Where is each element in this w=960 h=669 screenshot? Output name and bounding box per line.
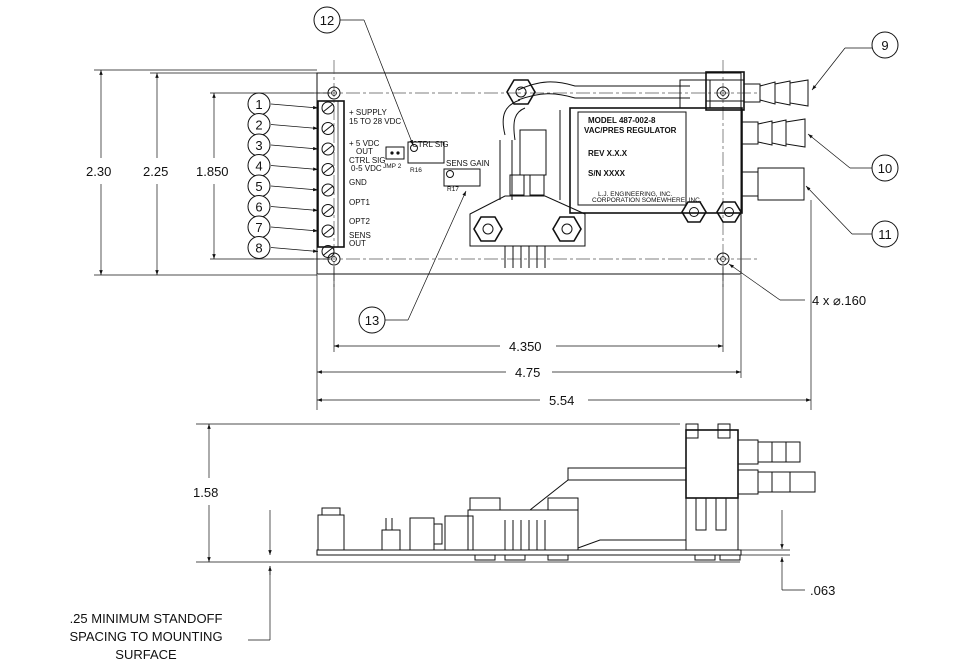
regulator-body xyxy=(569,107,743,214)
callout-leader xyxy=(270,144,319,151)
sensor-manifold xyxy=(469,195,586,247)
dim-overall-height: 2.30 xyxy=(86,164,111,179)
terminal-screw-slot xyxy=(322,165,334,174)
callout-leader xyxy=(270,247,319,253)
terminal-screw xyxy=(321,245,335,258)
label-ctrl-sig-pot: CTRL SIG xyxy=(412,140,449,149)
dim-overall-length: 5.54 xyxy=(549,393,574,408)
label-sens-gain: SENS GAIN xyxy=(446,159,490,168)
terminal-screw-slot xyxy=(322,247,334,256)
terminal-screw xyxy=(321,183,335,197)
label-jumper: JMP 2 xyxy=(383,163,402,170)
label-supply: + SUPPLY xyxy=(349,108,388,117)
note-standoff-3: SURFACE xyxy=(115,647,177,662)
right-plug-fitting xyxy=(741,167,805,201)
side-board xyxy=(316,549,742,556)
terminal-screw-slot xyxy=(322,144,334,154)
callout-7: 7 xyxy=(255,220,262,235)
label-ctrl-range: 0-5 VDC xyxy=(351,164,382,173)
dim-side-height: 1.58 xyxy=(193,485,218,500)
dim-board-length: 4.75 xyxy=(515,365,540,380)
label-maker-1: L.J. ENGINEERING, INC. xyxy=(598,191,673,198)
terminal-screw-slot xyxy=(322,124,334,133)
right-barb-fitting xyxy=(741,118,806,148)
dim-hole-callout: 4 x ⌀.160 xyxy=(812,293,866,308)
callout-13: 13 xyxy=(365,313,379,328)
note-standoff-2: SPACING TO MOUNTING xyxy=(69,629,222,644)
label-r17: R17 xyxy=(447,186,459,193)
terminal-labels: + SUPPLY 15 TO 28 VDC + 5 VDC OUT CTRL S… xyxy=(349,108,401,248)
top-view: + SUPPLY 15 TO 28 VDC + 5 VDC OUT CTRL S… xyxy=(300,60,809,290)
terminal-screw xyxy=(321,204,335,217)
callout-4: 4 xyxy=(255,159,262,174)
terminal-screw xyxy=(321,142,335,156)
label-sens: SENS xyxy=(349,231,371,240)
dim-hole-spacing: 4.350 xyxy=(509,339,542,354)
callout-8: 8 xyxy=(255,241,262,256)
callout-10: 10 xyxy=(878,161,892,176)
callout-leader xyxy=(270,185,319,192)
terminal-block xyxy=(317,100,345,258)
terminal-screw xyxy=(321,163,335,176)
top-port-fitting xyxy=(679,71,809,111)
callout-1: 1 xyxy=(255,97,262,112)
label-gnd: GND xyxy=(349,178,367,187)
label-opt2: OPT2 xyxy=(349,217,370,226)
side-view xyxy=(316,423,816,561)
terminal-screw-slot xyxy=(322,103,334,113)
regulator-label-plate xyxy=(577,111,687,206)
terminal-screw-slot xyxy=(322,226,334,236)
top-view-dimensions: 2.30 2.25 1.850 4.350 4.75 5.54 4 x ⌀.16… xyxy=(86,69,866,410)
label-5vdc: + 5 VDC xyxy=(349,139,380,148)
side-view-dimensions: 1.58 .25 MINIMUM STANDOFF SPACING TO MOU… xyxy=(69,423,835,662)
label-serial: S/N XXXX xyxy=(588,169,626,178)
label-supply-range: 15 TO 28 VDC xyxy=(349,117,401,126)
terminal-screw-slot xyxy=(322,185,334,195)
callout-leader xyxy=(270,165,319,171)
label-model: MODEL 487-002-8 xyxy=(588,116,656,125)
callout-leader xyxy=(270,103,319,110)
callout-2: 2 xyxy=(255,118,262,133)
label-rev: REV X.X.X xyxy=(588,149,628,158)
callout-5: 5 xyxy=(255,179,262,194)
hex-fittings xyxy=(473,79,742,242)
dim-terminal-span: 1.850 xyxy=(196,164,229,179)
tubing xyxy=(499,81,690,200)
label-sens-out: OUT xyxy=(349,239,366,248)
callout-9: 9 xyxy=(881,38,888,53)
label-maker-2: CORPORATION SOMEWHERE, INC. xyxy=(592,197,702,204)
regulator-label-text: MODEL 487-002-8 VAC/PRES REGULATOR REV X… xyxy=(584,116,702,204)
label-r16: R16 xyxy=(410,167,422,174)
dim-board-thickness: .063 xyxy=(810,583,835,598)
board-components: JMP 2 CTRL SIG R16 SENS GAIN R17 xyxy=(383,140,490,193)
callout-11: 11 xyxy=(878,227,892,242)
label-regulator-type: VAC/PRES REGULATOR xyxy=(584,126,677,135)
callout-12: 12 xyxy=(320,13,334,28)
dim-mount-height: 2.25 xyxy=(143,164,168,179)
callout-3: 3 xyxy=(255,138,262,153)
terminal-screw xyxy=(321,101,335,115)
callout-leader xyxy=(270,206,319,212)
label-opt1: OPT1 xyxy=(349,198,370,207)
terminal-screw-slot xyxy=(322,206,334,215)
note-standoff-1: .25 MINIMUM STANDOFF xyxy=(70,611,223,626)
callout-leader xyxy=(270,124,319,130)
label-ctrl-sig: CTRL SIG xyxy=(349,156,386,165)
terminal-screw xyxy=(321,224,335,238)
callout-bubble xyxy=(247,236,271,259)
terminal-screw xyxy=(321,122,335,135)
mounting-holes xyxy=(327,86,730,266)
circuit-board-outline xyxy=(316,72,742,275)
callout-6: 6 xyxy=(255,200,262,215)
sensor-pins xyxy=(504,246,546,268)
callout-leader xyxy=(270,226,319,233)
label-5vdc-out: OUT xyxy=(356,147,373,156)
